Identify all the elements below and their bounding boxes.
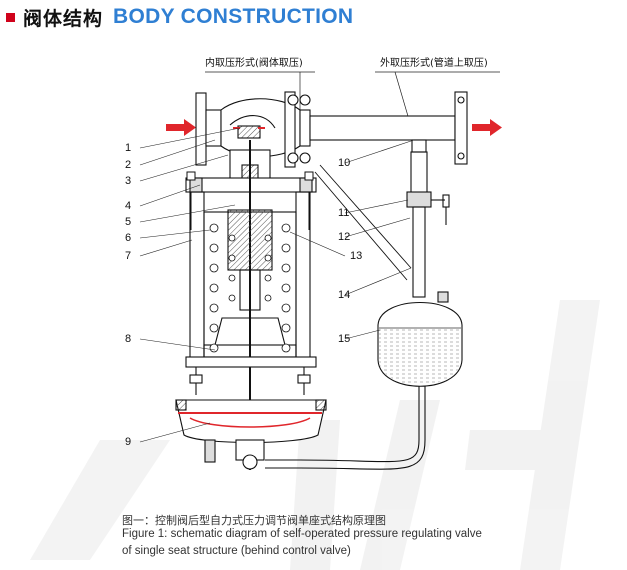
- part-number-10: 10: [338, 157, 350, 169]
- part-number-8: 8: [125, 333, 131, 345]
- part-number-13: 13: [350, 250, 362, 262]
- part-number-14: 14: [338, 289, 350, 301]
- outlet-arrow: [472, 119, 502, 136]
- part-number-6: 6: [125, 232, 131, 244]
- caption-en-line1: Figure 1: schematic diagram of self-oper…: [122, 528, 482, 540]
- spring-housing: [185, 191, 317, 368]
- housing-bolts: [186, 171, 314, 230]
- page-title-en: BODY CONSTRUCTION: [113, 5, 354, 28]
- watermark: [30, 300, 600, 570]
- spring-coils: [209, 223, 291, 353]
- caption-cn: 图一：控制阀后型自力式压力调节阀单座式结构原理图: [122, 515, 386, 527]
- valve-body: [195, 91, 311, 168]
- diaphragm-actuator: [175, 367, 327, 470]
- support-strut: [314, 164, 412, 281]
- valve-bonnet: [185, 140, 317, 470]
- caption-en-line2: of single seat structure (behind control…: [122, 545, 351, 557]
- page-title-cn: 阀体结构: [23, 7, 104, 30]
- part-number-7: 7: [125, 250, 131, 262]
- part-number-9: 9: [125, 436, 131, 448]
- part-number-3: 3: [125, 175, 131, 187]
- part-leaders: [139, 127, 415, 443]
- page-header: 阀体结构 BODY CONSTRUCTION: [6, 5, 354, 30]
- inlet-arrow: [166, 119, 196, 136]
- outlet-pipe: [309, 91, 468, 165]
- outer-pressure-label: 外取压形式(管道上取压): [380, 56, 488, 69]
- part-number-15: 15: [338, 333, 350, 345]
- part-number-12: 12: [338, 231, 350, 243]
- header-square-icon: [6, 12, 15, 22]
- part-number-4: 4: [125, 200, 131, 212]
- impulse-tube: [265, 151, 450, 470]
- part-number-2: 2: [125, 159, 131, 171]
- part-number-11: 11: [338, 207, 349, 219]
- condensate-tank: [377, 291, 463, 387]
- part-number-1: 1: [125, 142, 131, 154]
- part-number-5: 5: [125, 216, 131, 228]
- inner-pressure-label: 内取压形式(阀体取压): [205, 56, 303, 69]
